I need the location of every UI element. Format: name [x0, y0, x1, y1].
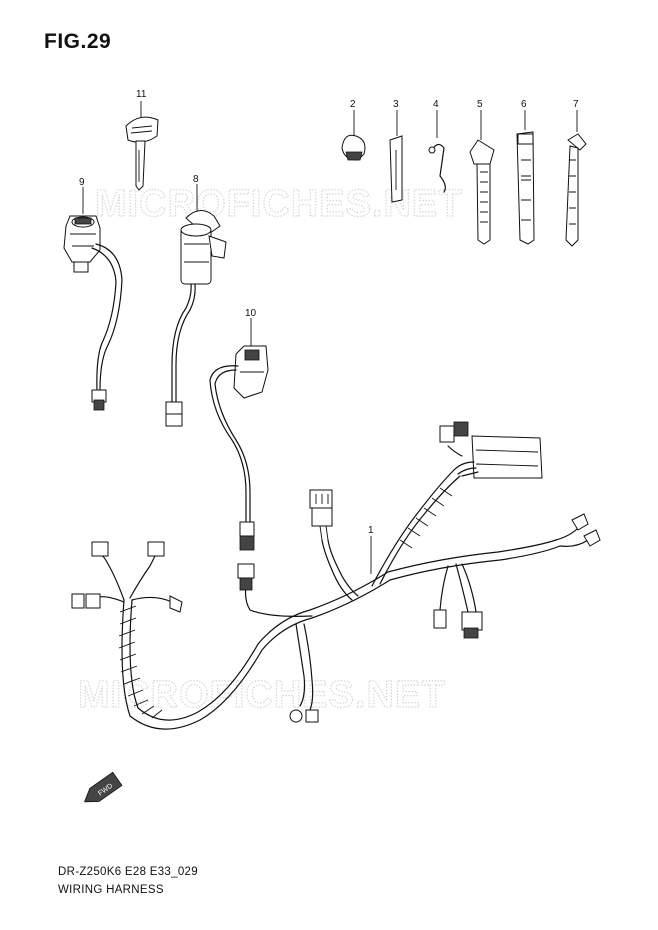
part-11-key[interactable]: [125, 101, 159, 191]
callout-9: 9: [79, 177, 85, 188]
callout-8: 8: [193, 174, 199, 185]
part-5-tie-clamp[interactable]: [469, 110, 495, 245]
callout-2: 2: [350, 99, 356, 110]
callout-3: 3: [393, 99, 399, 110]
part-6-strap[interactable]: [516, 110, 535, 245]
part-2-clamp[interactable]: [341, 110, 366, 161]
callout-6: 6: [521, 99, 527, 110]
watermark-upper: MICROFICHES.NET: [95, 183, 463, 225]
part-10-handlebar-switch[interactable]: [209, 318, 269, 551]
fwd-arrow-badge: FWD: [83, 771, 123, 803]
diagram-caption: WIRING HARNESS: [58, 884, 164, 896]
part-9-switch[interactable]: [63, 187, 123, 411]
part-7-cable-tie[interactable]: [565, 110, 587, 247]
callout-11: 11: [136, 89, 147, 100]
callout-7: 7: [573, 99, 579, 110]
callout-1: 1: [368, 525, 374, 536]
part-3-bracket[interactable]: [389, 110, 403, 203]
callout-4: 4: [433, 99, 439, 110]
part-4-wire-guide[interactable]: [428, 110, 446, 193]
figure-title: FIG.29: [44, 30, 112, 53]
part-1-main-harness[interactable]: [71, 421, 601, 730]
callout-5: 5: [477, 99, 483, 110]
callout-10: 10: [245, 308, 257, 319]
watermark-lower: MICROFICHES.NET: [78, 674, 446, 716]
model-code: DR-Z250K6 E28 E33_029: [58, 866, 198, 878]
part-8-ignition-switch[interactable]: [165, 184, 227, 427]
